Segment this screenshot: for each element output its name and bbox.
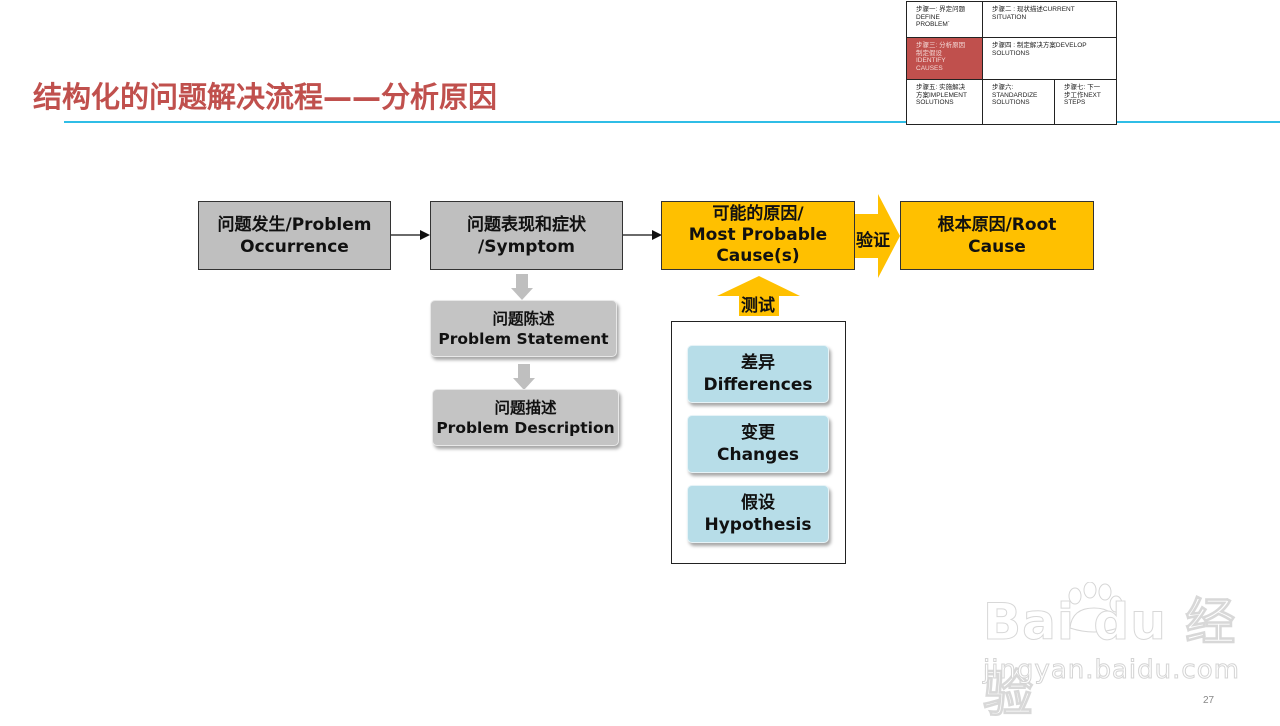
method-text-en: Differences	[703, 375, 813, 395]
method-text-en: Changes	[717, 445, 799, 465]
step-text: STANDARDIZE	[992, 91, 1038, 99]
step-text: 步骤一: 界定问题	[916, 6, 966, 13]
step-text: 步骤七: 下一	[1064, 84, 1101, 91]
step-text: SOLUTIONS	[992, 99, 1030, 106]
arrow-occurrence-to-symptom	[391, 230, 430, 240]
problem-description-box: 问题描述 Problem Description	[432, 389, 619, 446]
test-label: 测试	[741, 296, 775, 316]
test-arrow-icon	[717, 276, 800, 316]
step-text: SITUATION	[992, 13, 1027, 21]
step-text: PROBLEM`	[916, 21, 950, 28]
step-text: CAUSES	[916, 64, 943, 72]
step-cell-4: 步骤四 : 制定解决方案DEVELOP SOLUTIONS	[983, 38, 1117, 80]
step-cell-3-active: 步骤三: 分析原因 制定假设 IDENTIFY CAUSES	[907, 38, 983, 80]
step-cell-1: 步骤一: 界定问题 DEFINE PROBLEM`	[907, 2, 983, 38]
sub-text-cn: 问题描述	[494, 398, 557, 417]
method-hypothesis: 假设 Hypothesis	[687, 485, 829, 543]
grid-divider	[982, 2, 983, 125]
box-symptom: 问题表现和症状 /Symptom	[430, 201, 623, 270]
box-text: Cause(s)	[716, 246, 800, 266]
arrow-symptom-to-cause	[623, 230, 662, 240]
step-cell-2: 步骤二 : 现状描述CURRENT SITUATION	[983, 2, 1117, 38]
box-problem-occurrence: 问题发生/Problem Occurrence	[198, 201, 391, 270]
step-text: DEFINE	[916, 13, 940, 21]
box-text: 根本原因/Root	[937, 214, 1057, 235]
verify-label: 验证	[856, 231, 890, 251]
method-differences: 差异 Differences	[687, 345, 829, 403]
watermark-url: jingyan.baidu.com	[983, 655, 1240, 686]
baidu-paw-icon	[1068, 582, 1123, 633]
down-arrow-icon	[511, 274, 533, 300]
box-text: 可能的原因/	[712, 204, 804, 224]
steps-grid: 步骤一: 界定问题 DEFINE PROBLEM` 步骤二 : 现状描述CURR…	[906, 1, 1117, 125]
step-text: 步骤四 : 制定解决方案DEVELOP	[992, 42, 1087, 49]
step-text: 方案IMPLEMENT	[916, 91, 967, 99]
step-text: 步工作NEXT	[1064, 91, 1101, 99]
page-number: 27	[1203, 695, 1215, 706]
sub-text-en: Problem Description	[436, 418, 615, 437]
box-root-cause: 根本原因/Root Cause	[900, 201, 1094, 270]
method-text-en: Hypothesis	[704, 515, 812, 535]
sub-text-cn: 问题陈述	[492, 309, 555, 328]
method-text-cn: 变更	[741, 423, 775, 443]
step-text: SOLUTIONS	[992, 49, 1030, 57]
box-text: Cause	[968, 236, 1026, 257]
step-text: 步骤五: 实施解决	[916, 84, 966, 91]
step-text: 制定假设	[916, 49, 942, 57]
grid-divider	[907, 37, 1117, 38]
problem-statement-box: 问题陈述 Problem Statement	[430, 300, 617, 357]
box-text: 问题发生/Problem	[217, 214, 372, 235]
step-cell-7: 步骤七: 下一 步工作NEXT STEPS	[1055, 80, 1117, 125]
step-cell-6: 步骤六: STANDARDIZE SOLUTIONS	[983, 80, 1055, 125]
title-underline	[64, 121, 1280, 123]
step-text: IDENTIFY	[916, 57, 946, 64]
step-text: STEPS	[1064, 99, 1086, 106]
step-text: SOLUTIONS	[916, 99, 954, 106]
verify-arrow-icon	[855, 194, 900, 278]
down-arrow-icon	[513, 364, 535, 390]
box-most-probable-cause: 可能的原因/ Most Probable Cause(s)	[661, 201, 855, 270]
step-text: 步骤六:	[992, 84, 1014, 91]
box-text: Most Probable	[688, 225, 828, 245]
step-cell-5: 步骤五: 实施解决 方案IMPLEMENT SOLUTIONS	[907, 80, 983, 125]
watermark-brand: Bai du 经验	[983, 593, 1237, 724]
sub-text-en: Problem Statement	[438, 329, 609, 348]
box-text: Occurrence	[240, 236, 349, 257]
test-methods-frame	[671, 321, 846, 564]
method-text-cn: 假设	[741, 493, 775, 513]
method-changes: 变更 Changes	[687, 415, 829, 473]
grid-divider	[1054, 80, 1055, 125]
step-text: 步骤三: 分析原因	[916, 42, 966, 49]
method-text-cn: 差异	[741, 353, 775, 373]
step-text: 步骤二 : 现状描述CURRENT	[992, 6, 1075, 13]
grid-divider	[907, 79, 1117, 80]
slide-title: 结构化的问题解决流程——分析原因	[33, 80, 498, 114]
box-text: /Symptom	[478, 236, 575, 257]
box-text: 问题表现和症状	[467, 214, 586, 235]
